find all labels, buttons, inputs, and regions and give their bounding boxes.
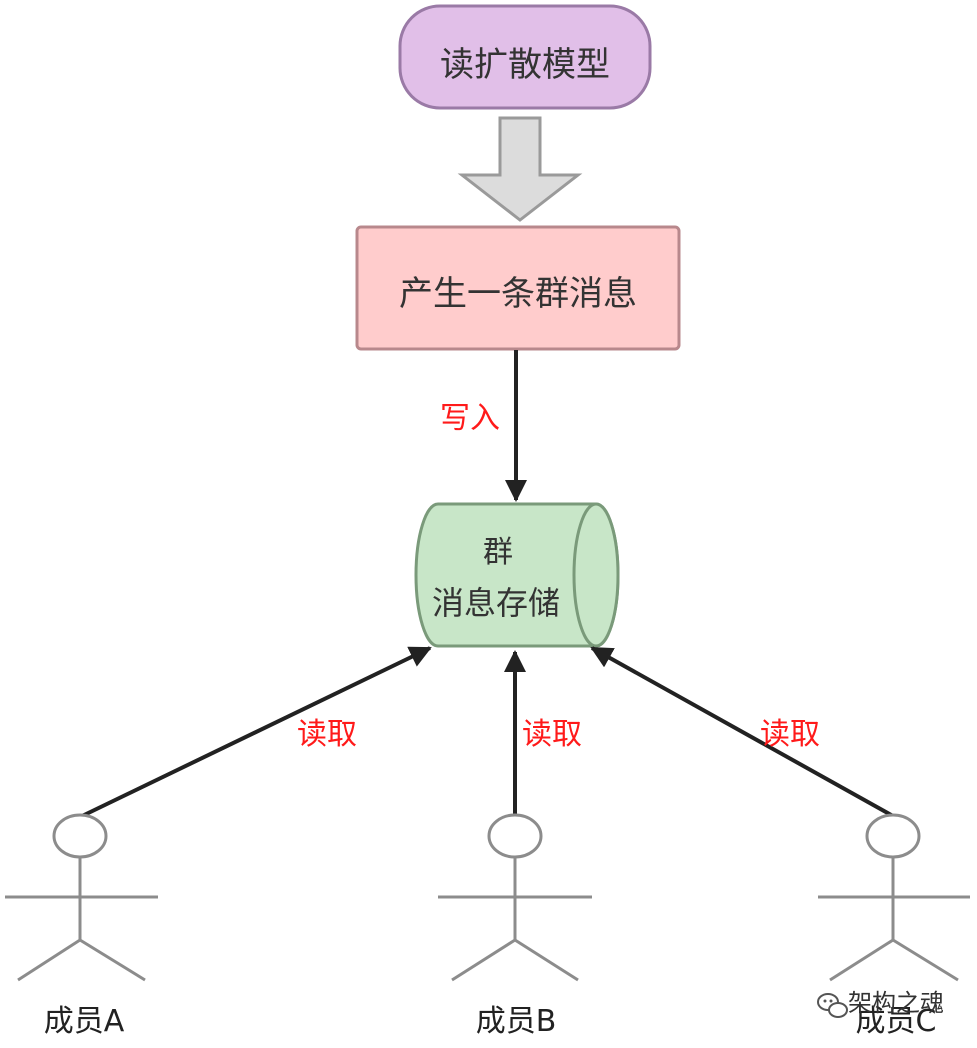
read-label-a: 读取 bbox=[297, 717, 357, 752]
title-node: 读扩散模型 bbox=[398, 4, 652, 110]
title-text: 读扩散模型 bbox=[440, 45, 610, 85]
actor-a: 成员A bbox=[5, 813, 158, 1039]
produce-message-node: 产生一条群消息 bbox=[355, 225, 681, 351]
read-edge-a: 读取 bbox=[79, 646, 432, 819]
produce-message-text: 产生一条群消息 bbox=[399, 274, 637, 314]
read-edge-b: 读取 bbox=[504, 650, 582, 817]
actor-b: 成员B bbox=[438, 813, 592, 1039]
actor-c-label: 成员C bbox=[856, 1004, 937, 1039]
write-edge: 写入 bbox=[440, 350, 527, 502]
read-edge-c: 读取 bbox=[590, 646, 894, 818]
actor-b-label: 成员B bbox=[476, 1004, 557, 1039]
wechat-icon bbox=[817, 993, 848, 1018]
actor-c: 成员C bbox=[818, 813, 970, 1039]
actor-b-figure-icon bbox=[438, 813, 592, 982]
group-storage-node: 群 消息存储 bbox=[414, 502, 620, 648]
read-label-c: 读取 bbox=[760, 717, 820, 752]
watermark-text: 架构之魂 bbox=[848, 989, 944, 1017]
block-arrow bbox=[457, 116, 583, 222]
actor-a-label: 成员A bbox=[44, 1004, 125, 1039]
read-label-b: 读取 bbox=[522, 717, 582, 752]
actor-a-figure-icon bbox=[5, 813, 158, 982]
storage-line1: 群 bbox=[483, 535, 513, 570]
actor-c-figure-icon bbox=[818, 813, 970, 982]
write-label: 写入 bbox=[440, 401, 500, 436]
storage-line2: 消息存储 bbox=[432, 584, 560, 622]
watermark: 架构之魂 bbox=[817, 989, 944, 1018]
